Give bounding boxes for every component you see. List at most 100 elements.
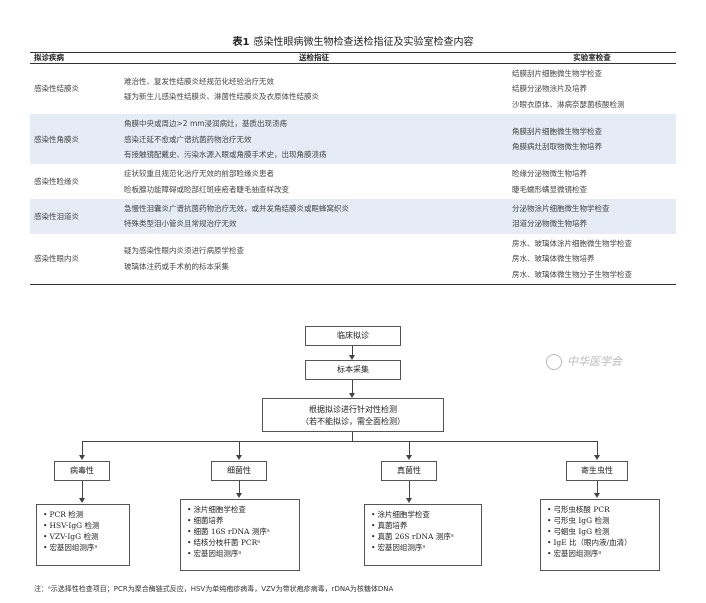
arrow-down-icon — [236, 455, 242, 460]
indication-item: 玻璃体注药或手术前的标本采集 — [124, 261, 229, 271]
indication-item: 症状较重且规范化治疗无效的前部睑缘炎患者 — [124, 169, 274, 179]
header-test: 实验室检查 — [508, 52, 676, 64]
watermark: 中华医学会 — [546, 353, 622, 370]
list-item: 宏基因组测序ᵃ — [547, 549, 653, 560]
branch-viral: 病毒性 — [54, 461, 110, 481]
branch-bacterial: 细菌性 — [211, 461, 267, 481]
row-tests: 分泌物涂片细胞微生物学检查 泪道分泌物微生物培养 — [508, 199, 676, 234]
branch-fungal: 真菌性 — [381, 461, 437, 481]
arrow-down-icon — [79, 455, 85, 460]
test-item: 房水、玻璃体微生物分子生物学检查 — [512, 269, 632, 279]
connector-line — [352, 380, 353, 394]
test-item: 角膜刮片细胞微生物学检查 — [512, 126, 602, 136]
connector-line — [82, 441, 83, 455]
row-indications: 急慢性泪囊炎广谱抗菌药物治疗无效，或并发角结膜炎或眶蜂窝织炎 特殊类型泪小管炎且… — [120, 199, 508, 234]
test-item: 房水、玻璃体涂片细胞微生物学检查 — [512, 238, 632, 248]
viral-tests: PCR 检测 HSV-IgG 检测 VZV-IgG 检测 宏基因组测序ᵃ — [36, 504, 130, 566]
list-item: HSV-IgG 检测 — [43, 521, 123, 532]
row-tests: 睑缘分泌物微生物培养 睫毛蠕形螨显微镜检查 — [508, 164, 676, 199]
row-disease: 感染性泪道炎 — [30, 199, 120, 234]
arrow-down-icon — [79, 498, 85, 503]
fungal-tests: 涂片细胞学检查 真菌培养 真菌 26S rDNA 测序ᵃ 宏基因组测序ᵃ — [364, 504, 482, 566]
branch-line — [82, 441, 597, 442]
flow-step-clinical-diagnosis: 临床拟诊 — [305, 326, 401, 346]
footnote: 注：ᵃ示选择性检查项目；PCR为聚合酶链式反应，HSV为单纯疱疹病毒，VZV为带… — [34, 585, 394, 593]
connector-line — [239, 441, 240, 455]
arrow-down-icon — [349, 393, 355, 398]
connector-line — [352, 346, 353, 356]
table-row: 感染性睑缘炎 症状较重且规范化治疗无效的前部睑缘炎患者 睑板腺功能障碍或睑部红斑… — [30, 164, 676, 199]
arrow-down-icon — [406, 498, 412, 503]
row-disease: 感染性眼内炎 — [30, 233, 120, 285]
list-item: 宏基因组测序ᵃ — [43, 543, 123, 554]
row-disease: 感染性角膜炎 — [30, 114, 120, 165]
targeted-testing-line1: 根据拟诊进行针对性检测 — [309, 405, 397, 414]
connector-line — [409, 441, 410, 455]
bacterial-tests: 涂片细胞学检查 细菌培养 细菌 16S rDNA 测序ᵃ 结核分枝杆菌 PCRᵃ… — [180, 499, 300, 571]
list-item: 涂片细胞学检查 — [371, 510, 475, 521]
connector-line — [409, 481, 410, 499]
row-tests: 结膜刮片细胞微生物学检查 结膜分泌物涂片及培养 沙眼衣原体、淋病奈瑟菌核酸检测 — [508, 64, 676, 115]
header-indication: 送检指征 — [120, 52, 508, 64]
table-header-row: 拟诊疾病 送检指征 实验室检查 — [30, 52, 676, 64]
connector-line — [352, 432, 353, 441]
row-indications: 症状较重且规范化治疗无效的前部睑缘炎患者 睑板腺功能障碍或睑部红斑痤疮者睫毛抽查… — [120, 164, 508, 199]
list-item: 涂片细胞学检查 — [187, 505, 293, 516]
list-item: 真菌培养 — [371, 521, 475, 532]
flow-step-specimen-collection: 标本采集 — [305, 360, 401, 380]
row-indications: 难治性、复发性结膜炎经规范化经验治疗无效 疑为新生儿感染性结膜炎、淋菌性结膜炎及… — [120, 64, 508, 115]
arrow-down-icon — [594, 493, 600, 498]
test-item: 泪道分泌物微生物培养 — [512, 219, 587, 229]
branch-parasitic: 寄生虫性 — [566, 461, 628, 481]
arrow-down-icon — [594, 455, 600, 460]
test-item: 房水、玻璃体微生物培养 — [512, 254, 595, 264]
test-item: 沙眼衣原体、淋病奈瑟菌核酸检测 — [512, 99, 625, 109]
indication-item: 疑为新生儿感染性结膜炎、淋菌性结膜炎及衣原体性结膜炎 — [124, 92, 319, 102]
list-item: 结核分枝杆菌 PCRᵃ — [187, 538, 293, 549]
row-tests: 角膜刮片细胞微生物学检查 角膜病灶刮取物微生物培养 — [508, 114, 676, 165]
connector-line — [597, 441, 598, 455]
indication-item: 感染迁延不愈或广谱抗菌药物治疗无效 — [124, 134, 252, 144]
test-item: 睑缘分泌物微生物培养 — [512, 169, 587, 179]
list-item: 弓形虫核酸 PCR — [547, 505, 653, 516]
test-item: 角膜病灶刮取物微生物培养 — [512, 142, 602, 152]
test-item: 睫毛蠕形螨显微镜检查 — [512, 184, 587, 194]
row-disease: 感染性睑缘炎 — [34, 176, 79, 186]
parasitic-tests: 弓形虫核酸 PCR 弓形虫 IgG 检测 弓蛔虫 IgG 检测 IgE 比（眼内… — [540, 499, 660, 571]
table-title-text: 感染性眼病微生物检查送检指征及实验室检查内容 — [253, 37, 474, 48]
arrow-down-icon — [236, 493, 242, 498]
arrow-down-icon — [349, 355, 355, 360]
table-row: 感染性角膜炎 角膜中央或周边>2 mm浸润病灶，基质出现溃疡 感染迁延不愈或广谱… — [30, 114, 676, 165]
indication-item: 特殊类型泪小管炎且常规治疗无效 — [124, 219, 237, 229]
targeted-testing-line2: （若不能拟诊，需全面检测） — [301, 417, 405, 426]
list-item: 弓形虫 IgG 检测 — [547, 516, 653, 527]
list-item: 弓蛔虫 IgG 检测 — [547, 527, 653, 538]
watermark-text: 中华医学会 — [567, 355, 622, 368]
list-item: 宏基因组测序ᵃ — [187, 549, 293, 560]
table-row: 感染性眼内炎 疑为感染性眼内炎须进行病原学检查 玻璃体注药或手术前的标本采集 房… — [30, 233, 676, 285]
arrow-down-icon — [406, 455, 412, 460]
flow-step-targeted-testing: 根据拟诊进行针对性检测 （若不能拟诊，需全面检测） — [262, 398, 444, 432]
table-row: 感染性泪道炎 急慢性泪囊炎广谱抗菌药物治疗无效，或并发角结膜炎或眶蜂窝织炎 特殊… — [30, 199, 676, 234]
row-tests: 房水、玻璃体涂片细胞微生物学检查 房水、玻璃体微生物培养 房水、玻璃体微生物分子… — [508, 233, 676, 285]
row-indications: 疑为感染性眼内炎须进行病原学检查 玻璃体注药或手术前的标本采集 — [120, 233, 508, 285]
list-item: VZV-IgG 检测 — [43, 532, 123, 543]
list-item: 真菌 26S rDNA 测序ᵃ — [371, 532, 475, 543]
test-item: 结膜刮片细胞微生物学检查 — [512, 69, 602, 78]
indication-item: 难治性、复发性结膜炎经规范化经验治疗无效 — [124, 76, 274, 86]
indication-item: 角膜中央或周边>2 mm浸润病灶，基质出现溃疡 — [124, 119, 288, 129]
indication-table: 拟诊疾病 送检指征 实验室检查 感染性结膜炎 难治性、复发性结膜炎经规范化经验治… — [30, 52, 676, 285]
header-disease: 拟诊疾病 — [30, 52, 120, 64]
test-item: 分泌物涂片细胞微生物学检查 — [512, 204, 610, 213]
list-item: IgE 比（眼内液/血清） — [547, 538, 653, 549]
row-indications: 角膜中央或周边>2 mm浸润病灶，基质出现溃疡 感染迁延不愈或广谱抗菌药物治疗无… — [120, 114, 508, 165]
table-row: 感染性结膜炎 难治性、复发性结膜炎经规范化经验治疗无效 疑为新生儿感染性结膜炎、… — [30, 64, 676, 115]
connector-line — [239, 481, 240, 494]
connector-line — [597, 481, 598, 494]
society-logo-icon — [546, 354, 562, 370]
row-disease: 感染性结膜炎 — [34, 84, 79, 94]
indication-item: 疑为感染性眼内炎须进行病原学检查 — [124, 246, 244, 256]
indication-item: 睑板腺功能障碍或睑部红斑痤疮者睫毛抽查样改变 — [124, 184, 289, 194]
list-item: 细菌培养 — [187, 516, 293, 527]
